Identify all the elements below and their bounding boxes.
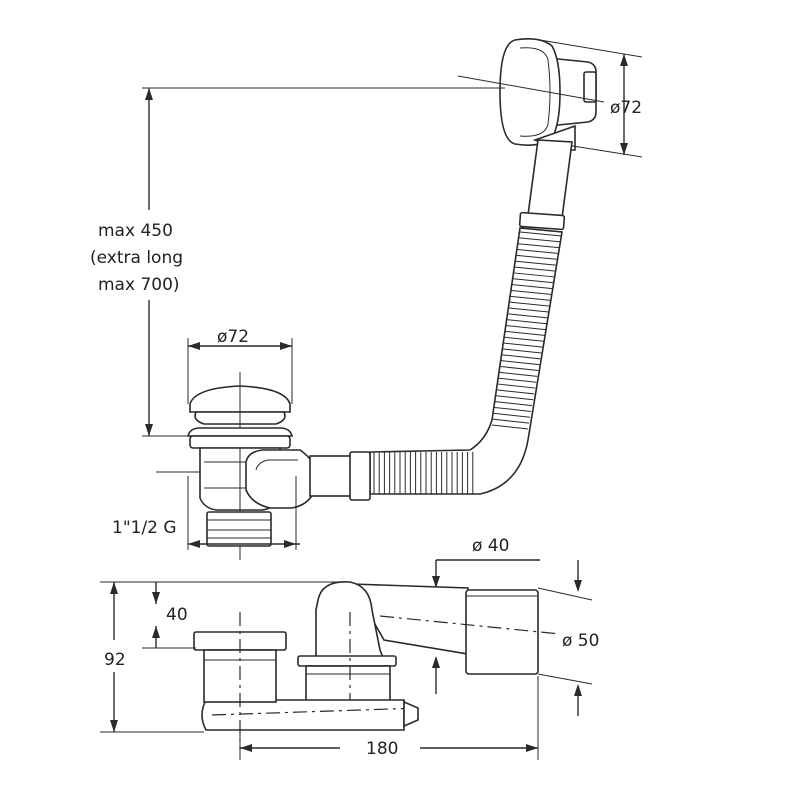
extra-long-value-label: max 700) xyxy=(98,275,180,295)
height-dimension: max 450 (extra long max 700) xyxy=(90,87,505,437)
overflow-diameter-label: ø72 xyxy=(610,98,642,118)
overflow-head xyxy=(499,38,597,151)
height-40-label: 40 xyxy=(166,605,188,625)
side-view xyxy=(193,581,561,750)
pipe-diameter-50-label: ø 50 xyxy=(562,631,599,651)
height-92-label: 92 xyxy=(104,650,126,670)
length-180-label: 180 xyxy=(366,739,398,759)
extra-long-label: (extra long xyxy=(90,248,183,268)
max-height-label: max 450 xyxy=(98,221,173,241)
overflow-diameter-dimension: ø72 xyxy=(457,39,643,158)
thread-dimension: 1"1/2 G xyxy=(112,471,300,550)
thread-size-label: 1"1/2 G xyxy=(112,518,177,538)
flexible-hose xyxy=(369,227,563,495)
drain-diameter-label: ø72 xyxy=(217,327,249,347)
drain-plug xyxy=(186,372,371,560)
overflow-pipe xyxy=(518,139,573,231)
drain-diameter-dimension: ø72 xyxy=(187,327,293,404)
side-dimensions: 92 40 180 ø 40 ø 50 xyxy=(100,536,599,760)
pipe-diameter-40-label: ø 40 xyxy=(472,536,509,556)
